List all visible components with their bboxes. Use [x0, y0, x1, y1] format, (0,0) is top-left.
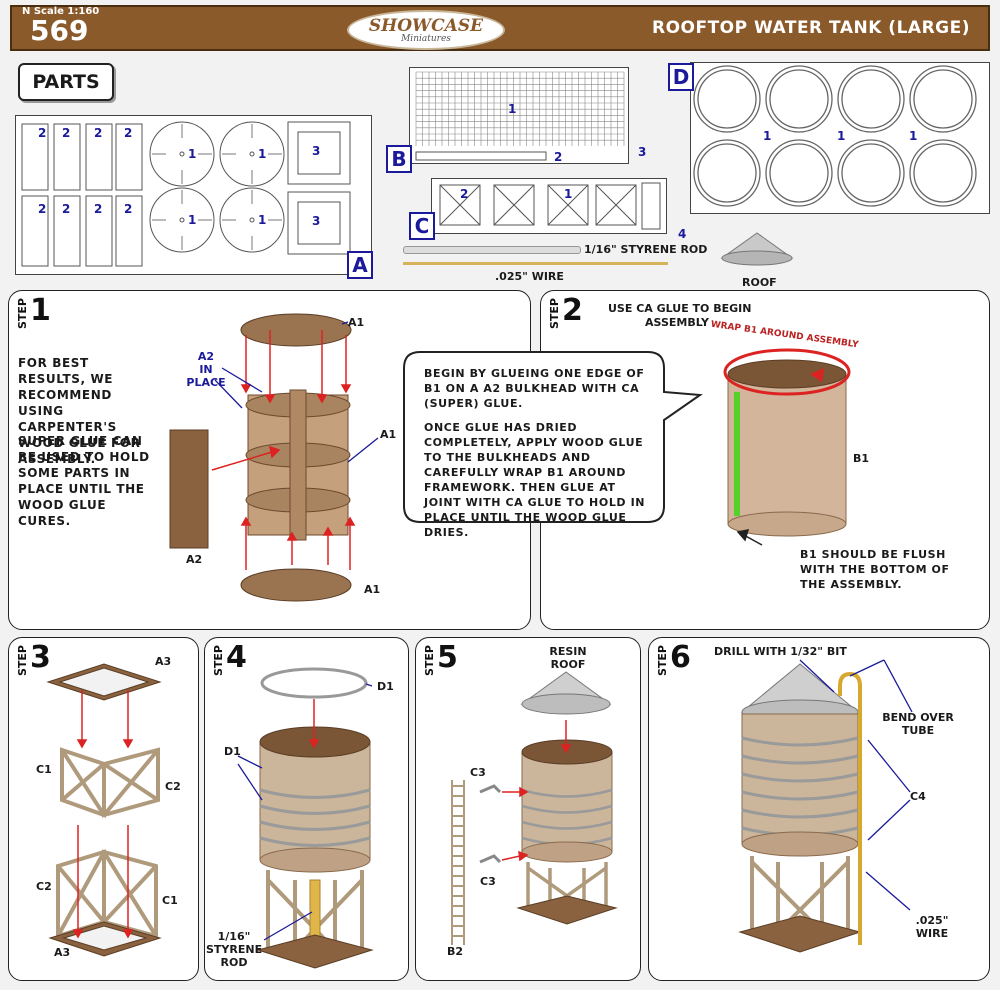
sheet-d-rings	[693, 65, 977, 207]
part-num: 1	[508, 102, 517, 116]
step-3-label-a3-bot: A3	[54, 946, 71, 959]
step-3-label-a3-top: A3	[155, 655, 172, 668]
step-3-label-c1-right: C1	[162, 894, 178, 907]
part-num: 1	[909, 129, 918, 143]
sheet-c-drawing	[439, 182, 661, 230]
step-3-word: STEP	[16, 645, 29, 677]
part-num: 2	[38, 202, 47, 216]
part-num: 1	[837, 129, 846, 143]
step-1-label-a1-bot: A1	[364, 583, 381, 596]
part-num: 2	[62, 126, 71, 140]
part-num: 2	[124, 202, 133, 216]
step-5-number: 5	[437, 640, 458, 675]
parts-sheet-d: 1 1 1	[690, 62, 990, 214]
step-3-label-c2-right: C2	[165, 780, 181, 793]
step-6-label-c4: C4	[910, 790, 926, 803]
step-5-word: STEP	[423, 645, 436, 677]
step-5-label-roof: RESIN ROOF	[549, 645, 587, 671]
step-4-label-d1-top: D1	[377, 680, 394, 693]
part-num: 2	[38, 126, 47, 140]
sheet-letter-d: D	[668, 63, 694, 91]
part-num: 3	[638, 145, 647, 159]
step-2-label-b1: B1	[853, 452, 870, 465]
parts-sheet-b: 1 2	[409, 67, 629, 164]
part-num: 3	[312, 214, 321, 228]
step-6-number: 6	[670, 640, 691, 675]
parts-sheet-c: 2 1	[431, 178, 667, 234]
step-6-drill-label: DRILL WITH 1/32" BIT	[714, 645, 847, 658]
step-1-text-2: SUPER GLUE CAN BE USED TO HOLD SOME PART…	[18, 434, 150, 528]
part-num: 1	[188, 213, 197, 227]
step-2-callout-2: ONCE GLUE HAS DRIED COMPLETELY, APPLY WO…	[424, 421, 646, 539]
header-bar	[10, 5, 990, 51]
sheet-letter-a: A	[347, 251, 373, 279]
part-num: 2	[62, 202, 71, 216]
sheet-a-drawing	[21, 121, 351, 267]
step-2-number: 2	[562, 293, 583, 328]
step-3-label-c1-left: C1	[36, 763, 52, 776]
part-num: 4	[678, 227, 687, 241]
step-3-panel	[8, 637, 199, 981]
brand-logo: SHOWCASE Miniatures	[347, 10, 505, 50]
step-2-callout-1: BEGIN BY GLUEING ONE EDGE OF B1 ON A A2 …	[424, 367, 645, 410]
part-num: 1	[564, 187, 573, 201]
step-5-label-b2: B2	[447, 945, 464, 958]
roof-label: ROOF	[742, 276, 777, 289]
part-num: 2	[94, 126, 103, 140]
sheet-b-grid	[415, 71, 625, 161]
part-num: 2	[460, 187, 469, 201]
step-4-number: 4	[226, 640, 247, 675]
wire-label: .025" WIRE	[495, 270, 564, 283]
step-1-text-1: FOR BEST RESULTS, WE RECOMMEND USING CAR…	[18, 356, 141, 466]
scale-label: N Scale 1:160	[22, 6, 100, 17]
sheet-letter-b: B	[386, 145, 412, 173]
part-num: 1	[188, 147, 197, 161]
step-4-label-d1-left: D1	[224, 745, 241, 758]
page-title: ROOFTOP WATER TANK (LARGE)	[651, 18, 970, 38]
step-2-heading-2: ASSEMBLY	[645, 316, 709, 329]
step-5-panel	[415, 637, 641, 981]
part-num: 1	[258, 147, 267, 161]
parts-sheet-a: 2 2 2 2 2 2 2 2 1 1 1 1 3 3	[15, 115, 372, 275]
step-3-label-c2-left: C2	[36, 880, 52, 893]
step-1-number: 1	[30, 293, 51, 328]
step-4-label-rod: 1/16" STYRENE ROD	[206, 930, 263, 969]
step-5-label-c3-bot: C3	[480, 875, 496, 888]
step-4-word: STEP	[212, 645, 225, 677]
step-5-label-c3-top: C3	[470, 766, 486, 779]
kit-number: 569	[30, 14, 89, 47]
sheet-letter-c: C	[409, 212, 435, 240]
step-1-label-a1-mid: A1	[380, 428, 397, 441]
logo-sub-text: Miniatures	[401, 34, 451, 44]
step-1-word: STEP	[16, 298, 29, 330]
step-2-heading-1: USE CA GLUE TO BEGIN	[608, 302, 752, 315]
step-6-wire-label: .025" WIRE	[915, 914, 949, 940]
step-1-label-a2-in-place: A2 IN PLACE	[186, 350, 226, 389]
step-6-word: STEP	[656, 645, 669, 677]
step-1-label-a1-top: A1	[348, 316, 365, 329]
part-num: 2	[94, 202, 103, 216]
step-3-number: 3	[30, 640, 51, 675]
styrene-rod-label: 1/16" STYRENE ROD	[584, 243, 708, 256]
step-2-word: STEP	[548, 298, 561, 330]
wire-illustration	[403, 262, 668, 265]
parts-heading: PARTS	[18, 63, 114, 101]
styrene-rod-illustration	[403, 246, 581, 254]
step-6-bend-label: BEND OVER TUBE	[882, 711, 954, 737]
part-num: 2	[124, 126, 133, 140]
part-num: 2	[554, 150, 563, 164]
part-num: 1	[763, 129, 772, 143]
logo-main-text: SHOWCASE	[368, 16, 484, 36]
step-1-label-a2: A2	[186, 553, 203, 566]
step-2-flush-note: B1 SHOULD BE FLUSH WITH THE BOTTOM OF TH…	[800, 548, 950, 591]
part-num: 3	[312, 144, 321, 158]
part-num: 1	[258, 213, 267, 227]
